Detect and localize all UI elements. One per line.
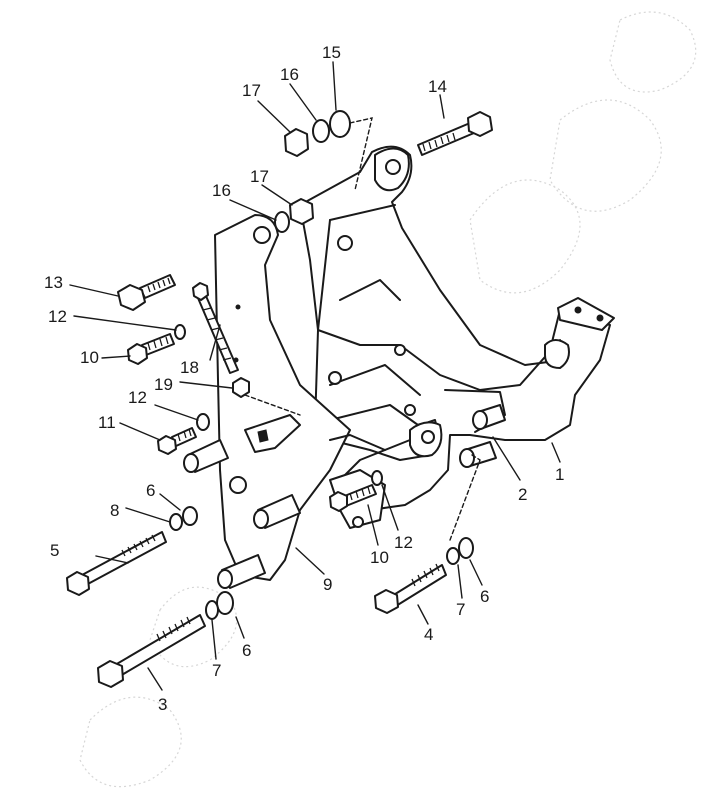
callout-12-upper: 12: [48, 307, 67, 326]
bolt-11: [157, 427, 197, 455]
callout-19: 19: [154, 375, 173, 394]
washer-6-right: [458, 537, 474, 559]
washer-7-bottom: [205, 600, 219, 620]
callout-14: 14: [428, 77, 447, 96]
nut-17-lower: [289, 198, 314, 225]
callout-15: 15: [322, 43, 341, 62]
callout-13: 13: [44, 273, 63, 292]
callout-4: 4: [424, 625, 433, 644]
callout-16-lower: 16: [212, 181, 231, 200]
callout-2: 2: [518, 485, 527, 504]
main-bracket: [299, 145, 615, 511]
washer-12-right: [371, 470, 383, 486]
plate-spacers: [183, 414, 301, 589]
callout-7-right: 7: [456, 600, 465, 619]
bolt-13: [117, 274, 176, 311]
washer-6-bottom: [216, 591, 234, 615]
callout-6-left: 6: [146, 481, 155, 500]
callout-17-upper: 17: [242, 81, 261, 100]
washer-6-left: [182, 506, 198, 526]
callout-10-left: 10: [80, 348, 99, 367]
callout-10-right: 10: [370, 548, 389, 567]
bolt-5: [66, 531, 167, 596]
washer-15: [329, 110, 351, 138]
bolt-4: [374, 563, 447, 614]
leader-lines: [69, 61, 561, 691]
bolt-10-right: [329, 484, 377, 512]
washer-16-upper: [312, 119, 330, 143]
watermark: [79, 11, 697, 788]
callout-17-lower: 17: [250, 167, 269, 186]
callout-3: 3: [158, 695, 167, 714]
bolt-3: [97, 614, 206, 688]
spacer-tube: [459, 404, 506, 468]
callout-7-bottom: 7: [212, 661, 221, 680]
bolt-14: [417, 111, 493, 156]
washer-8: [169, 513, 183, 531]
callout-12-middle: 12: [128, 388, 147, 407]
callout-6-bottom: 6: [242, 641, 251, 660]
alignment-lines: [244, 117, 481, 541]
nut-19: [232, 377, 250, 398]
callout-12-right: 12: [394, 533, 413, 552]
washer-16-lower: [274, 211, 290, 233]
callout-18: 18: [180, 358, 199, 377]
callout-11: 11: [98, 413, 116, 432]
callout-16-upper: 16: [280, 65, 299, 84]
bolt-10-left: [127, 333, 175, 365]
callout-8: 8: [110, 501, 119, 520]
callout-labels: 1 2 3 4 5 6 6 6 7 7 8 9 10 10 11 12 12 1…: [44, 43, 564, 714]
callout-5: 5: [50, 541, 59, 560]
washer-7-right: [446, 547, 460, 565]
callout-6-right: 6: [480, 587, 489, 606]
nut-17-upper: [284, 128, 309, 157]
callout-1: 1: [555, 465, 564, 484]
callout-9: 9: [323, 575, 332, 594]
washer-12-upper: [174, 324, 186, 340]
washer-12-middle: [196, 413, 210, 431]
